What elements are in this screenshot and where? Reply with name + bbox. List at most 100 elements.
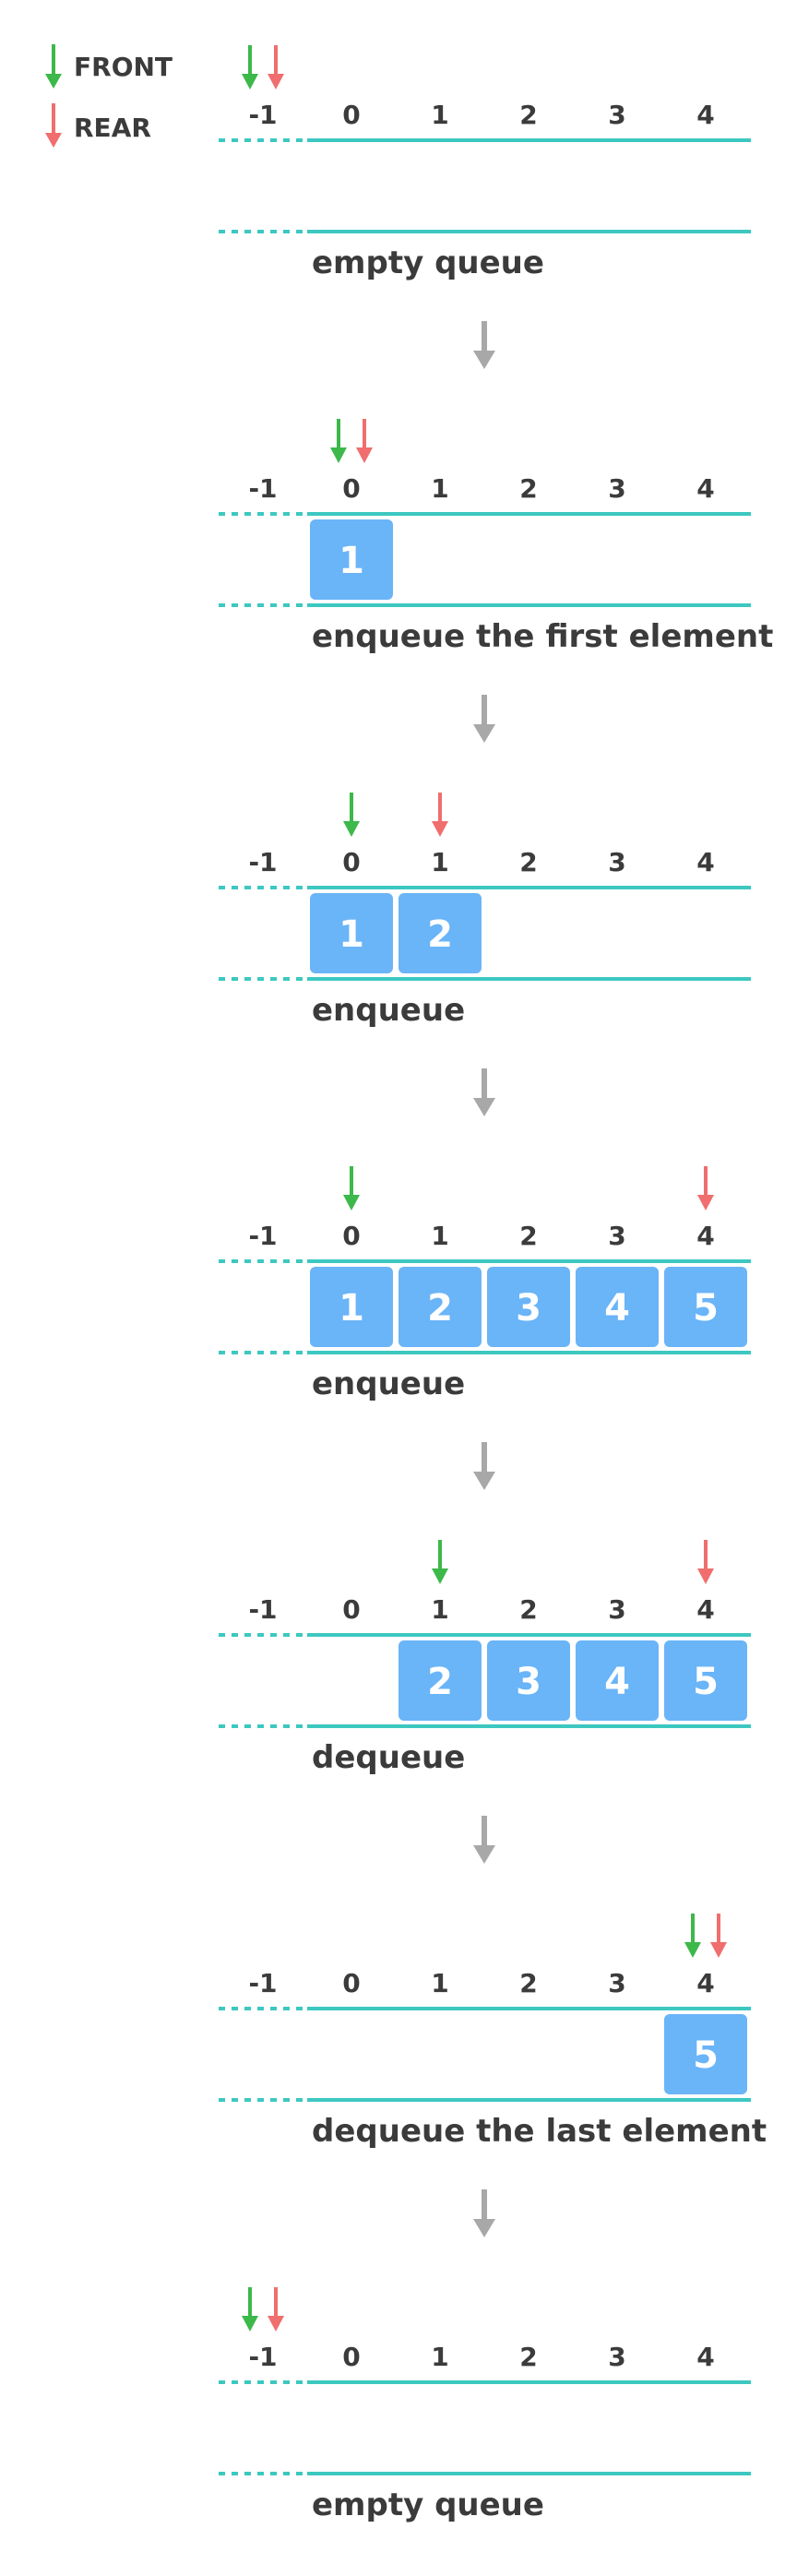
rear-pointer-icon [432, 793, 448, 837]
index-label: 2 [519, 2342, 537, 2372]
queue-cell: 3 [487, 1267, 570, 1347]
queue-cell-value: 4 [604, 1661, 630, 1703]
index-label: 1 [431, 847, 448, 877]
index-label: 3 [608, 473, 625, 504]
queue-cell-value: 1 [339, 913, 364, 956]
index-label: 4 [696, 1968, 714, 1998]
rear-pointer-icon [697, 1540, 714, 1584]
rear-pointer-icon [710, 1914, 727, 1958]
index-label: 0 [342, 847, 360, 877]
queue-cell-value: 2 [427, 1287, 453, 1330]
index-label: -1 [248, 2342, 277, 2372]
index-label: 4 [696, 847, 714, 877]
front-pointer-icon [242, 2287, 258, 2332]
rear-arrow-icon [45, 103, 62, 148]
front-pointer-icon [242, 45, 258, 89]
index-label: 1 [431, 100, 448, 130]
front-pointer-icon [343, 793, 360, 837]
queue-cell: 5 [664, 1640, 747, 1721]
rear-pointer-icon [268, 45, 284, 89]
index-label: 2 [519, 1594, 537, 1625]
rear-pointer-icon [697, 1166, 714, 1210]
index-label: 2 [519, 1221, 537, 1251]
queue-cell: 5 [664, 1267, 747, 1347]
front-pointer-icon [432, 1540, 448, 1584]
queue-cell-value: 3 [516, 1661, 541, 1703]
legend: FRONT REAR [45, 44, 172, 148]
index-label: 1 [431, 1221, 448, 1251]
front-pointer-icon [684, 1914, 701, 1958]
queue-cell-value: 1 [339, 540, 364, 582]
legend-front-label: FRONT [74, 52, 172, 82]
index-label: 1 [431, 2342, 448, 2372]
index-label: 0 [342, 473, 360, 504]
front-pointer-icon [330, 419, 347, 463]
index-label: 2 [519, 473, 537, 504]
step-caption: enqueue [312, 992, 465, 1029]
index-label: 2 [519, 1968, 537, 1998]
next-step-arrow-icon [473, 1816, 495, 1864]
next-step-arrow-icon [473, 695, 495, 743]
index-label: 0 [342, 1221, 360, 1251]
index-label: 4 [696, 1594, 714, 1625]
queue-step: -1 0 1 2 3 4 empty queue [219, 2287, 751, 2523]
queue-step: -1 0 1 2 3 4 empty queue [219, 45, 751, 369]
queue-cell: 5 [664, 2014, 747, 2094]
queue-cell: 1 [310, 893, 393, 973]
index-label: -1 [248, 1968, 277, 1998]
index-label: -1 [248, 1221, 277, 1251]
index-label: 0 [342, 1594, 360, 1625]
queue-cell-value: 2 [427, 1661, 453, 1703]
index-label: 3 [608, 1968, 625, 1998]
step-caption: empty queue [312, 2487, 544, 2523]
next-step-arrow-icon [473, 1068, 495, 1116]
next-step-arrow-icon [473, 321, 495, 369]
index-label: 0 [342, 1968, 360, 1998]
index-label: 4 [696, 2342, 714, 2372]
index-label: 4 [696, 100, 714, 130]
index-label: -1 [248, 1594, 277, 1625]
step-caption: dequeue the last element [312, 2113, 767, 2150]
queue-cell-value: 5 [693, 2034, 719, 2077]
index-label: 1 [431, 473, 448, 504]
index-label: -1 [248, 100, 277, 130]
step-caption: enqueue the first element [312, 618, 773, 655]
queue-cell: 4 [576, 1640, 659, 1721]
index-label: 3 [608, 100, 625, 130]
index-label: 1 [431, 1968, 448, 1998]
next-step-arrow-icon [473, 2189, 495, 2237]
index-label: 0 [342, 2342, 360, 2372]
index-label: 2 [519, 100, 537, 130]
front-pointer-icon [343, 1166, 360, 1210]
step-caption: enqueue [312, 1366, 465, 1402]
queue-cell: 4 [576, 1267, 659, 1347]
index-label: -1 [248, 473, 277, 504]
index-label: 0 [342, 100, 360, 130]
queue-cell-value: 5 [693, 1661, 719, 1703]
index-label: 3 [608, 847, 625, 877]
index-label: 4 [696, 1221, 714, 1251]
step-caption: dequeue [312, 1739, 465, 1776]
step-caption: empty queue [312, 244, 544, 281]
index-label: 3 [608, 1221, 625, 1251]
queue-cell: 2 [398, 1267, 482, 1347]
front-arrow-icon [45, 44, 62, 89]
queue-cell: 3 [487, 1640, 570, 1721]
queue-cell: 2 [398, 893, 482, 973]
queue-cell: 1 [310, 519, 393, 600]
queue-cell-value: 4 [604, 1287, 630, 1330]
index-label: 2 [519, 847, 537, 877]
rear-pointer-icon [268, 2287, 284, 2332]
next-step-arrow-icon [473, 1442, 495, 1490]
index-label: 3 [608, 1594, 625, 1625]
queue-cell-value: 5 [693, 1287, 719, 1330]
index-label: 3 [608, 2342, 625, 2372]
queue-cell: 2 [398, 1640, 482, 1721]
legend-rear-label: REAR [74, 113, 151, 143]
